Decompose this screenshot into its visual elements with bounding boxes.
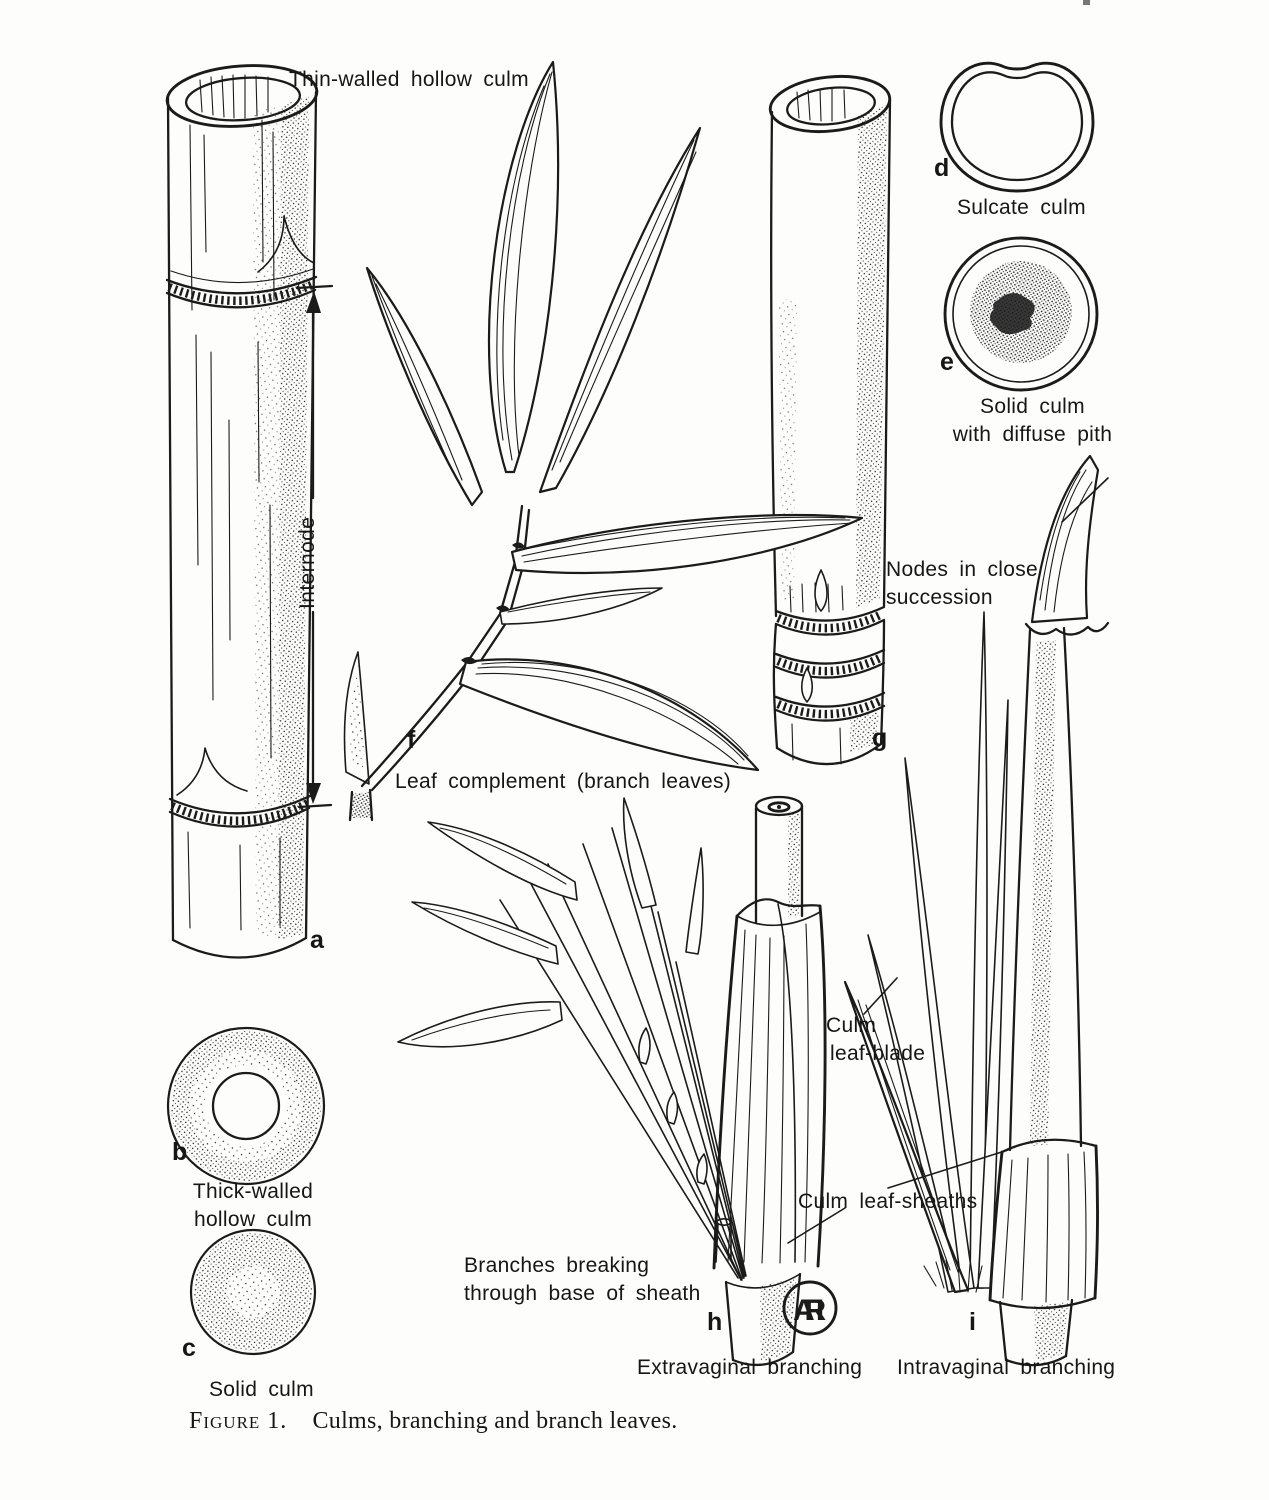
- label-letter-i: i: [969, 1308, 977, 1336]
- label-thick-walled-line1: Thick-walled: [192, 1180, 314, 1203]
- label-extravaginal-branching: Extravaginal branching: [637, 1356, 863, 1379]
- label-leaf-complement: Leaf complement (branch leaves): [395, 770, 732, 793]
- figure-caption-text: Culms, branching and branch leaves.: [312, 1408, 678, 1434]
- label-solid-culm-diffuse-line2: with diffuse pith: [952, 422, 1113, 446]
- label-sulcate-culm: Sulcate culm: [957, 196, 1086, 219]
- label-letter-h: h: [707, 1308, 723, 1336]
- label-nodes-in-close-succession: Nodes in close succession: [886, 556, 1038, 612]
- label-thick-walled-hollow-culm: Thick-walled hollow culm: [158, 1178, 348, 1234]
- label-letter-a: a: [310, 926, 325, 954]
- label-letter-b: b: [172, 1138, 188, 1166]
- solid-diffuse-pith-drawing: [943, 236, 1099, 392]
- label-solid-culm: Solid culm: [209, 1378, 314, 1401]
- label-branches-breaking: Branches breaking through base of sheath: [464, 1252, 701, 1308]
- scan-artifact: [1083, 0, 1090, 5]
- label-culm-leaf-blade-line2: leaf-blade: [830, 1041, 926, 1065]
- label-letter-f: f: [407, 726, 416, 754]
- label-thick-walled-line2: hollow culm: [193, 1207, 313, 1231]
- figure-caption-label: Figure 1.: [189, 1408, 288, 1434]
- label-culm-leaf-sheaths: Culm leaf-sheaths: [798, 1190, 978, 1213]
- label-culm-leaf-blade: Culm leaf-blade: [826, 1012, 925, 1068]
- close-nodes-culm-drawing: [768, 74, 892, 766]
- label-letter-g: g: [872, 724, 888, 752]
- label-culm-leaf-blade-line1: Culm: [826, 1014, 877, 1037]
- label-nodes-line1: Nodes in close: [886, 558, 1039, 581]
- label-thin-walled-hollow-culm: Thin-walled hollow culm: [289, 68, 529, 91]
- label-solid-culm-diffuse-line1: Solid culm: [980, 395, 1085, 418]
- label-branches-line2: through base of sheath: [464, 1281, 701, 1305]
- label-internode: Internode: [296, 516, 319, 609]
- label-letter-c: c: [182, 1334, 197, 1362]
- illustrator-monogram: ARI: [793, 1294, 826, 1327]
- leader-lines: [787, 977, 1009, 1244]
- label-letter-e: e: [940, 348, 955, 376]
- figure-caption: Figure 1. Culms, branching and branch lea…: [189, 1408, 678, 1435]
- intravaginal-branching-drawing: [843, 454, 1110, 1367]
- label-solid-culm-diffuse-pith: Solid culm with diffuse pith: [920, 393, 1145, 449]
- thick-walled-culm-drawing: [166, 1026, 326, 1186]
- leaf-complement-drawing: [343, 60, 864, 822]
- label-nodes-line2: succession: [886, 585, 993, 609]
- label-branches-line1: Branches breaking: [464, 1254, 650, 1277]
- label-letter-d: d: [934, 154, 950, 182]
- sulcate-culm-drawing: [939, 61, 1095, 193]
- solid-culm-drawing: [189, 1228, 317, 1356]
- thin-walled-culm-drawing: [165, 64, 319, 959]
- internode-arrow: [295, 284, 334, 809]
- label-intravaginal-branching: Intravaginal branching: [897, 1356, 1116, 1379]
